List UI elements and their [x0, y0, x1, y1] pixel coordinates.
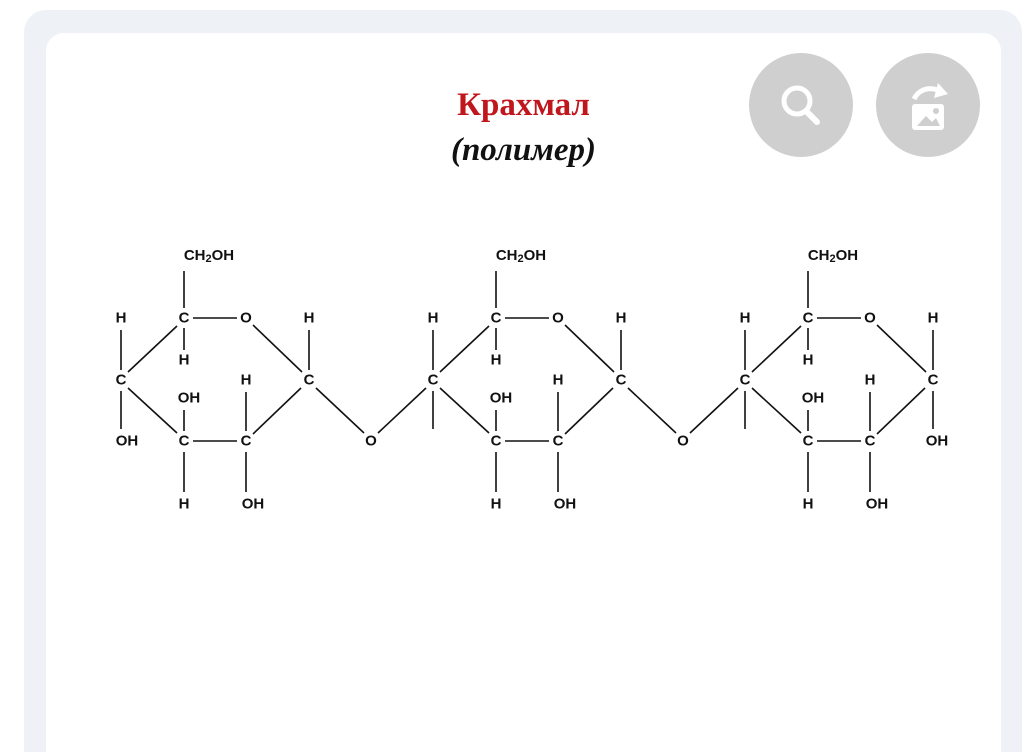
hydrogen-atom: H: [179, 496, 190, 513]
rotate-image-icon: [911, 83, 948, 130]
hydrogen-atom: H: [803, 496, 814, 513]
carbon-atom: C: [740, 372, 751, 389]
carbon-atom: C: [179, 433, 190, 450]
carbon-atom: C: [116, 372, 127, 389]
bond-line: [439, 325, 490, 373]
bond-line: [127, 325, 178, 373]
magnifier-icon: [781, 85, 820, 125]
hydroxyl-group: OH: [802, 390, 825, 407]
hydroxyl-group: OH: [926, 433, 949, 450]
figure-subtitle: (полимер): [450, 132, 597, 168]
carbon-atom: C: [865, 433, 876, 450]
carbon-atom: C: [553, 433, 564, 450]
content-card: [46, 33, 1001, 752]
bond-line: [751, 387, 802, 434]
hydrogen-atom: H: [491, 496, 502, 513]
hydrogen-atom: H: [428, 310, 439, 327]
carbon-atom: C: [428, 372, 439, 389]
glycosidic-oxygen-atom: O: [677, 433, 689, 450]
bond-line: [439, 387, 490, 434]
bond-line: [252, 324, 303, 373]
hydroxyl-group: OH: [116, 433, 139, 450]
bond-line: [377, 387, 427, 434]
bond-line: [127, 387, 178, 434]
bond-line: [252, 387, 302, 435]
ch2oh-label: CH2OH: [496, 247, 546, 266]
hydroxyl-group: OH: [554, 496, 577, 513]
hydrogen-atom: H: [616, 310, 627, 327]
hydroxyl-group: OH: [178, 390, 201, 407]
carbon-atom: C: [241, 433, 252, 450]
glycosidic-oxygen-atom: O: [365, 433, 377, 450]
carbon-atom: C: [491, 310, 502, 327]
bond-line: [689, 387, 739, 434]
ring-oxygen-atom: O: [864, 310, 876, 327]
hydroxyl-group: OH: [242, 496, 265, 513]
ring-oxygen-atom: O: [240, 310, 252, 327]
carbon-atom: C: [616, 372, 627, 389]
hydrogen-atom: H: [740, 310, 751, 327]
hydrogen-atom: H: [304, 310, 315, 327]
carbon-atom: C: [928, 372, 939, 389]
hydrogen-atom: H: [803, 352, 814, 369]
carbon-atom: C: [304, 372, 315, 389]
carbon-atom: C: [803, 433, 814, 450]
ring-oxygen-atom: O: [552, 310, 564, 327]
bond-line: [564, 387, 614, 435]
bond-line: [876, 387, 926, 435]
bond-line: [564, 324, 615, 373]
rotate-image-button[interactable]: [876, 53, 980, 157]
hydrogen-atom: H: [241, 372, 252, 389]
figure-title: Крахмал: [457, 87, 590, 123]
bond-line: [315, 387, 365, 434]
hydroxyl-group: OH: [490, 390, 513, 407]
bond-line: [751, 325, 802, 373]
ch2oh-label: CH2OH: [184, 247, 234, 266]
bond-line: [876, 324, 927, 373]
hydrogen-atom: H: [865, 372, 876, 389]
hydroxyl-group: OH: [866, 496, 889, 513]
hydrogen-atom: H: [553, 372, 564, 389]
carbon-atom: C: [803, 310, 814, 327]
zoom-search-button[interactable]: [749, 53, 853, 157]
hydrogen-atom: H: [116, 310, 127, 327]
bond-line: [627, 387, 677, 434]
hydrogen-atom: H: [179, 352, 190, 369]
hydrogen-atom: H: [928, 310, 939, 327]
hydrogen-atom: H: [491, 352, 502, 369]
carbon-atom: C: [179, 310, 190, 327]
carbon-atom: C: [491, 433, 502, 450]
ch2oh-label: CH2OH: [808, 247, 858, 266]
